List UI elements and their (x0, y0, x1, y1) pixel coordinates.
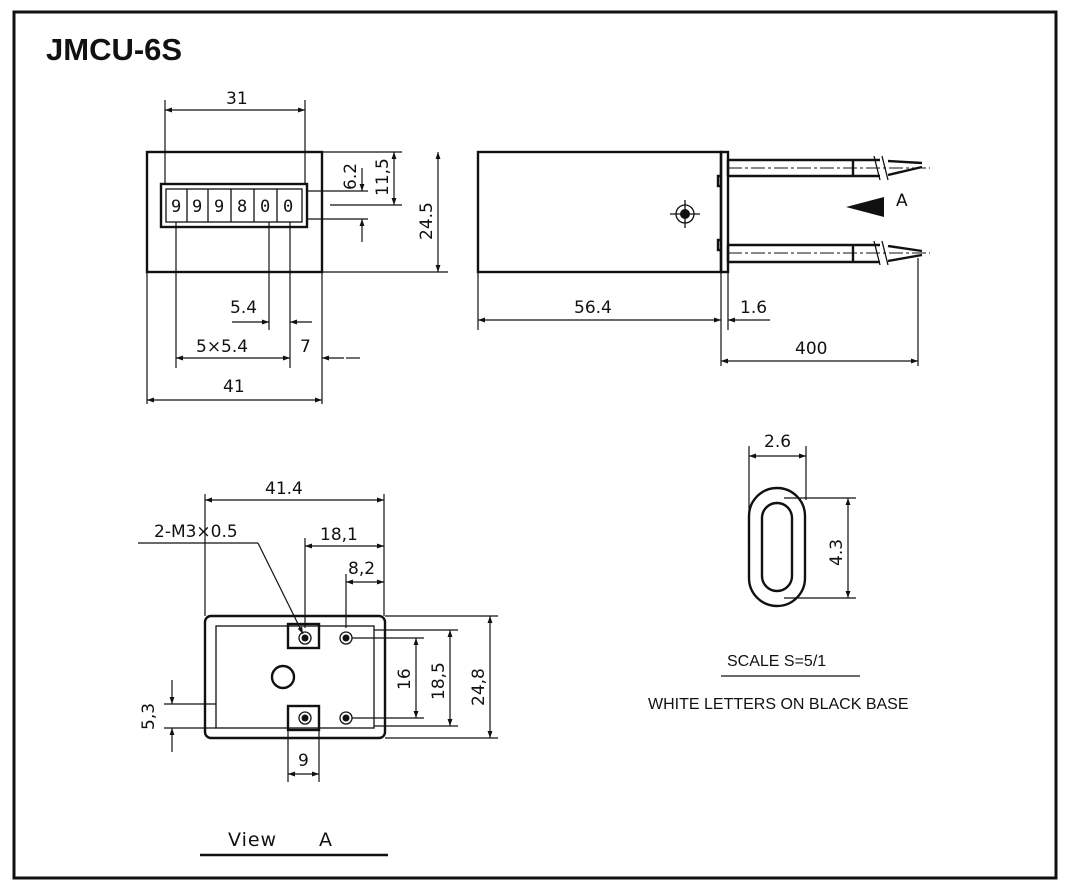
lead-wire-upper (716, 155, 930, 188)
dimension-base-length: 41.4 (204, 479, 385, 616)
dimension-window-offset: 11,5 (322, 151, 402, 206)
dimension-label: 9 (298, 751, 309, 771)
counter-digit: 8 (237, 197, 247, 217)
view-caption-letter: A (319, 829, 333, 851)
dimension-slot-width: 9 (287, 730, 320, 782)
view-a: 41.4 2-M3×0.5 18,1 8,2 16 (138, 479, 498, 782)
mount-hole (339, 711, 353, 725)
dimension-label: 41.4 (265, 479, 303, 499)
front-view-body (145, 150, 324, 274)
dimension-digits-span: 5×5.4 (175, 222, 290, 368)
dimension-front-width: 31 (164, 89, 306, 184)
dimension-label: 5,3 (139, 703, 159, 730)
dimension-label: 2.6 (764, 432, 791, 452)
view-caption-word: View (228, 829, 277, 851)
dimension-label: 6.2 (341, 163, 361, 190)
dimension-base-height: 24,8 (385, 615, 498, 739)
drawing-border (12, 10, 1058, 880)
lead-wire-lower (716, 238, 930, 266)
letters-note: WHITE LETTERS ON BLACK BASE (648, 696, 909, 713)
base-inner (215, 625, 375, 729)
dimension-hole-spacing: 16 (352, 637, 424, 719)
dimension-inner-height: 18,5 (374, 629, 458, 727)
dimension-oval-width: 2.6 (748, 432, 807, 550)
dimension-label: 24.5 (417, 202, 437, 240)
mount-hole (339, 631, 353, 645)
dimension-label: 41 (223, 377, 245, 397)
view-marker-label: A (896, 191, 908, 211)
dimension-label: 31 (226, 89, 248, 109)
dimension-label: 5×5.4 (196, 337, 248, 357)
dimension-right-margin: 7 (300, 272, 360, 404)
dimension-window-height: 6.2 (307, 163, 368, 242)
counter-window: 9 9 9 8 0 0 (159, 182, 309, 229)
base-outline (203, 614, 387, 740)
dimension-label: 56.4 (574, 298, 612, 318)
dimension-label: 8,2 (348, 559, 375, 579)
dimension-label: 18,1 (320, 525, 358, 545)
view-a-marker: A (846, 191, 908, 217)
side-view: A 56.4 1.6 400 (476, 150, 930, 366)
oval-outer (747, 486, 807, 608)
dimension-flange: 1.6 (727, 272, 770, 330)
mount-hole (298, 631, 312, 645)
dimension-hole-offset: 8,2 (345, 559, 384, 628)
side-view-flange (719, 150, 730, 274)
dimension-label: 4.3 (827, 539, 847, 566)
dimension-label: 5.4 (230, 298, 257, 318)
scale-note: SCALE S=5/1 (727, 653, 826, 670)
screw-head (670, 200, 700, 228)
counter-digit: 9 (171, 197, 181, 217)
dimension-label: 18,5 (429, 662, 449, 700)
dimension-body-height: 24.5 (322, 152, 448, 273)
thread-callout: 2-M3×0.5 (138, 522, 304, 635)
center-hole (270, 664, 296, 690)
dimension-label: 1.6 (740, 298, 767, 318)
oval-detail: 2.6 4.3 (747, 432, 856, 608)
part-title: JMCU-6S (46, 32, 182, 67)
thread-label: 2-M3×0.5 (154, 522, 238, 542)
dimension-body-length: 56.4 (477, 272, 722, 366)
oval-inner (760, 501, 794, 593)
front-view: 9 9 9 8 0 0 31 6.2 11,5 (145, 89, 448, 404)
dimension-label: 16 (395, 668, 415, 690)
dimension-hole-pitch: 18,1 (304, 525, 384, 628)
dimension-digit-pitch: 5.4 (230, 222, 312, 368)
dimension-label: 400 (795, 339, 827, 359)
counter-digit: 0 (283, 197, 293, 217)
dimension-oval-height: 4.3 (784, 497, 856, 599)
dimension-overall-width: 41 (146, 272, 322, 404)
counter-digit: 9 (214, 197, 224, 217)
dimension-label: 7 (300, 337, 311, 357)
dimension-label: 11,5 (373, 158, 393, 196)
counter-digit: 0 (260, 197, 270, 217)
counter-digit: 9 (192, 197, 202, 217)
dimension-lead-length: 400 (721, 258, 919, 366)
mount-hole (298, 711, 312, 725)
slot-lower (286, 704, 321, 732)
dimension-label: 24,8 (469, 668, 489, 706)
slot-upper (286, 622, 321, 650)
dimension-side-offset: 5,3 (139, 680, 216, 752)
